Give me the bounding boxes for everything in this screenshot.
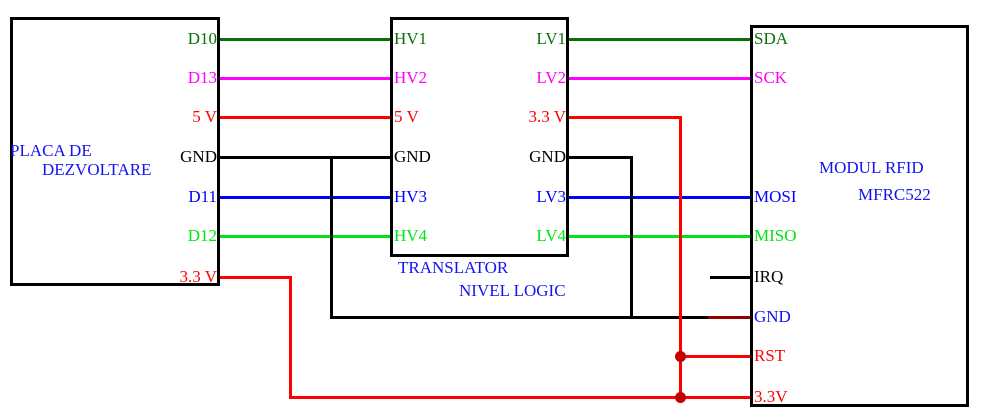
3v3-junction-dot (675, 392, 686, 403)
wire-lv1-to-sda (569, 38, 750, 41)
wire-d13-to-hv2 (220, 77, 390, 80)
wire-devboard-3v3-h (220, 276, 292, 279)
pin-label-sda: SDA (754, 29, 789, 48)
pin-label-3v3-rfid: 3.3V (754, 387, 788, 406)
pin-label-gnd-translator-left: GND (394, 147, 431, 166)
translator-box (390, 17, 569, 257)
pin-label-3v3-dev: 3.3 V (179, 267, 217, 286)
pin-label-mosi: MOSI (754, 187, 797, 206)
translator-title-line2: NIVEL LOGIC (459, 281, 566, 300)
pin-label-d12: D12 (187, 226, 217, 245)
pin-label-gnd-dev: GND (180, 147, 217, 166)
dev-board-title-line2: DEZVOLTARE (42, 160, 152, 179)
wire-gnd-left-v (330, 156, 333, 319)
pin-label-5v: 5 V (192, 107, 217, 126)
pin-label-irq: IRQ (754, 267, 784, 286)
wire-lv4-to-miso (569, 235, 750, 238)
pin-label-hv4: HV4 (394, 226, 428, 245)
translator-title-line1: TRANSLATOR (398, 258, 509, 277)
pin-label-rst: RST (754, 346, 786, 365)
pin-label-d10: D10 (187, 29, 217, 48)
wire-d11-to-hv3 (220, 196, 390, 199)
wire-red-3v3-vertical (679, 116, 682, 399)
pin-label-5v-translator: 5 V (394, 107, 419, 126)
pin-label-hv1: HV1 (394, 29, 428, 48)
rst-junction-dot (675, 351, 686, 362)
wire-5v-to-5v (220, 116, 390, 119)
pin-label-miso: MISO (754, 226, 797, 245)
wire-gnd-right-h (569, 156, 632, 159)
wire-d10-to-hv1 (220, 38, 390, 41)
pin-label-d13: D13 (187, 68, 217, 87)
pin-label-hv3: HV3 (394, 187, 428, 206)
wire-gnd-bottom-rail (330, 316, 710, 319)
wire-lv3-to-mosi (569, 196, 750, 199)
wire-rst-stub (680, 355, 750, 358)
rfid-module-box (750, 25, 969, 407)
wire-gnd-right-v (630, 156, 633, 319)
wire-gnd-pin-stub (708, 316, 750, 319)
pin-label-d11: D11 (188, 187, 217, 206)
pin-label-hv2: HV2 (394, 68, 428, 87)
pin-label-gnd-translator-right: GND (529, 147, 566, 166)
pin-label-3v3-translator: 3.3 V (528, 107, 566, 126)
wire-translator-3v3-h (569, 116, 681, 119)
wire-3v3-bottom-rail (289, 396, 750, 399)
pin-label-sck: SCK (754, 68, 788, 87)
pin-label-lv4: LV4 (536, 226, 566, 245)
pin-label-lv2: LV2 (536, 68, 566, 87)
wire-gnd-left-h (220, 156, 390, 159)
wire-irq-stub (710, 276, 750, 279)
wire-d12-to-hv4 (220, 235, 390, 238)
wire-devboard-3v3-vertical (289, 276, 292, 399)
rfid-title-line2: MFRC522 (858, 185, 931, 204)
pin-label-lv1: LV1 (536, 29, 566, 48)
rfid-title-line1: MODUL RFID (819, 158, 924, 177)
pin-label-gnd-rfid: GND (754, 307, 791, 326)
dev-board-box (10, 17, 220, 286)
wire-lv2-to-sck (569, 77, 750, 80)
pin-label-lv3: LV3 (536, 187, 566, 206)
dev-board-title-line1: PLACA DE (10, 141, 92, 160)
